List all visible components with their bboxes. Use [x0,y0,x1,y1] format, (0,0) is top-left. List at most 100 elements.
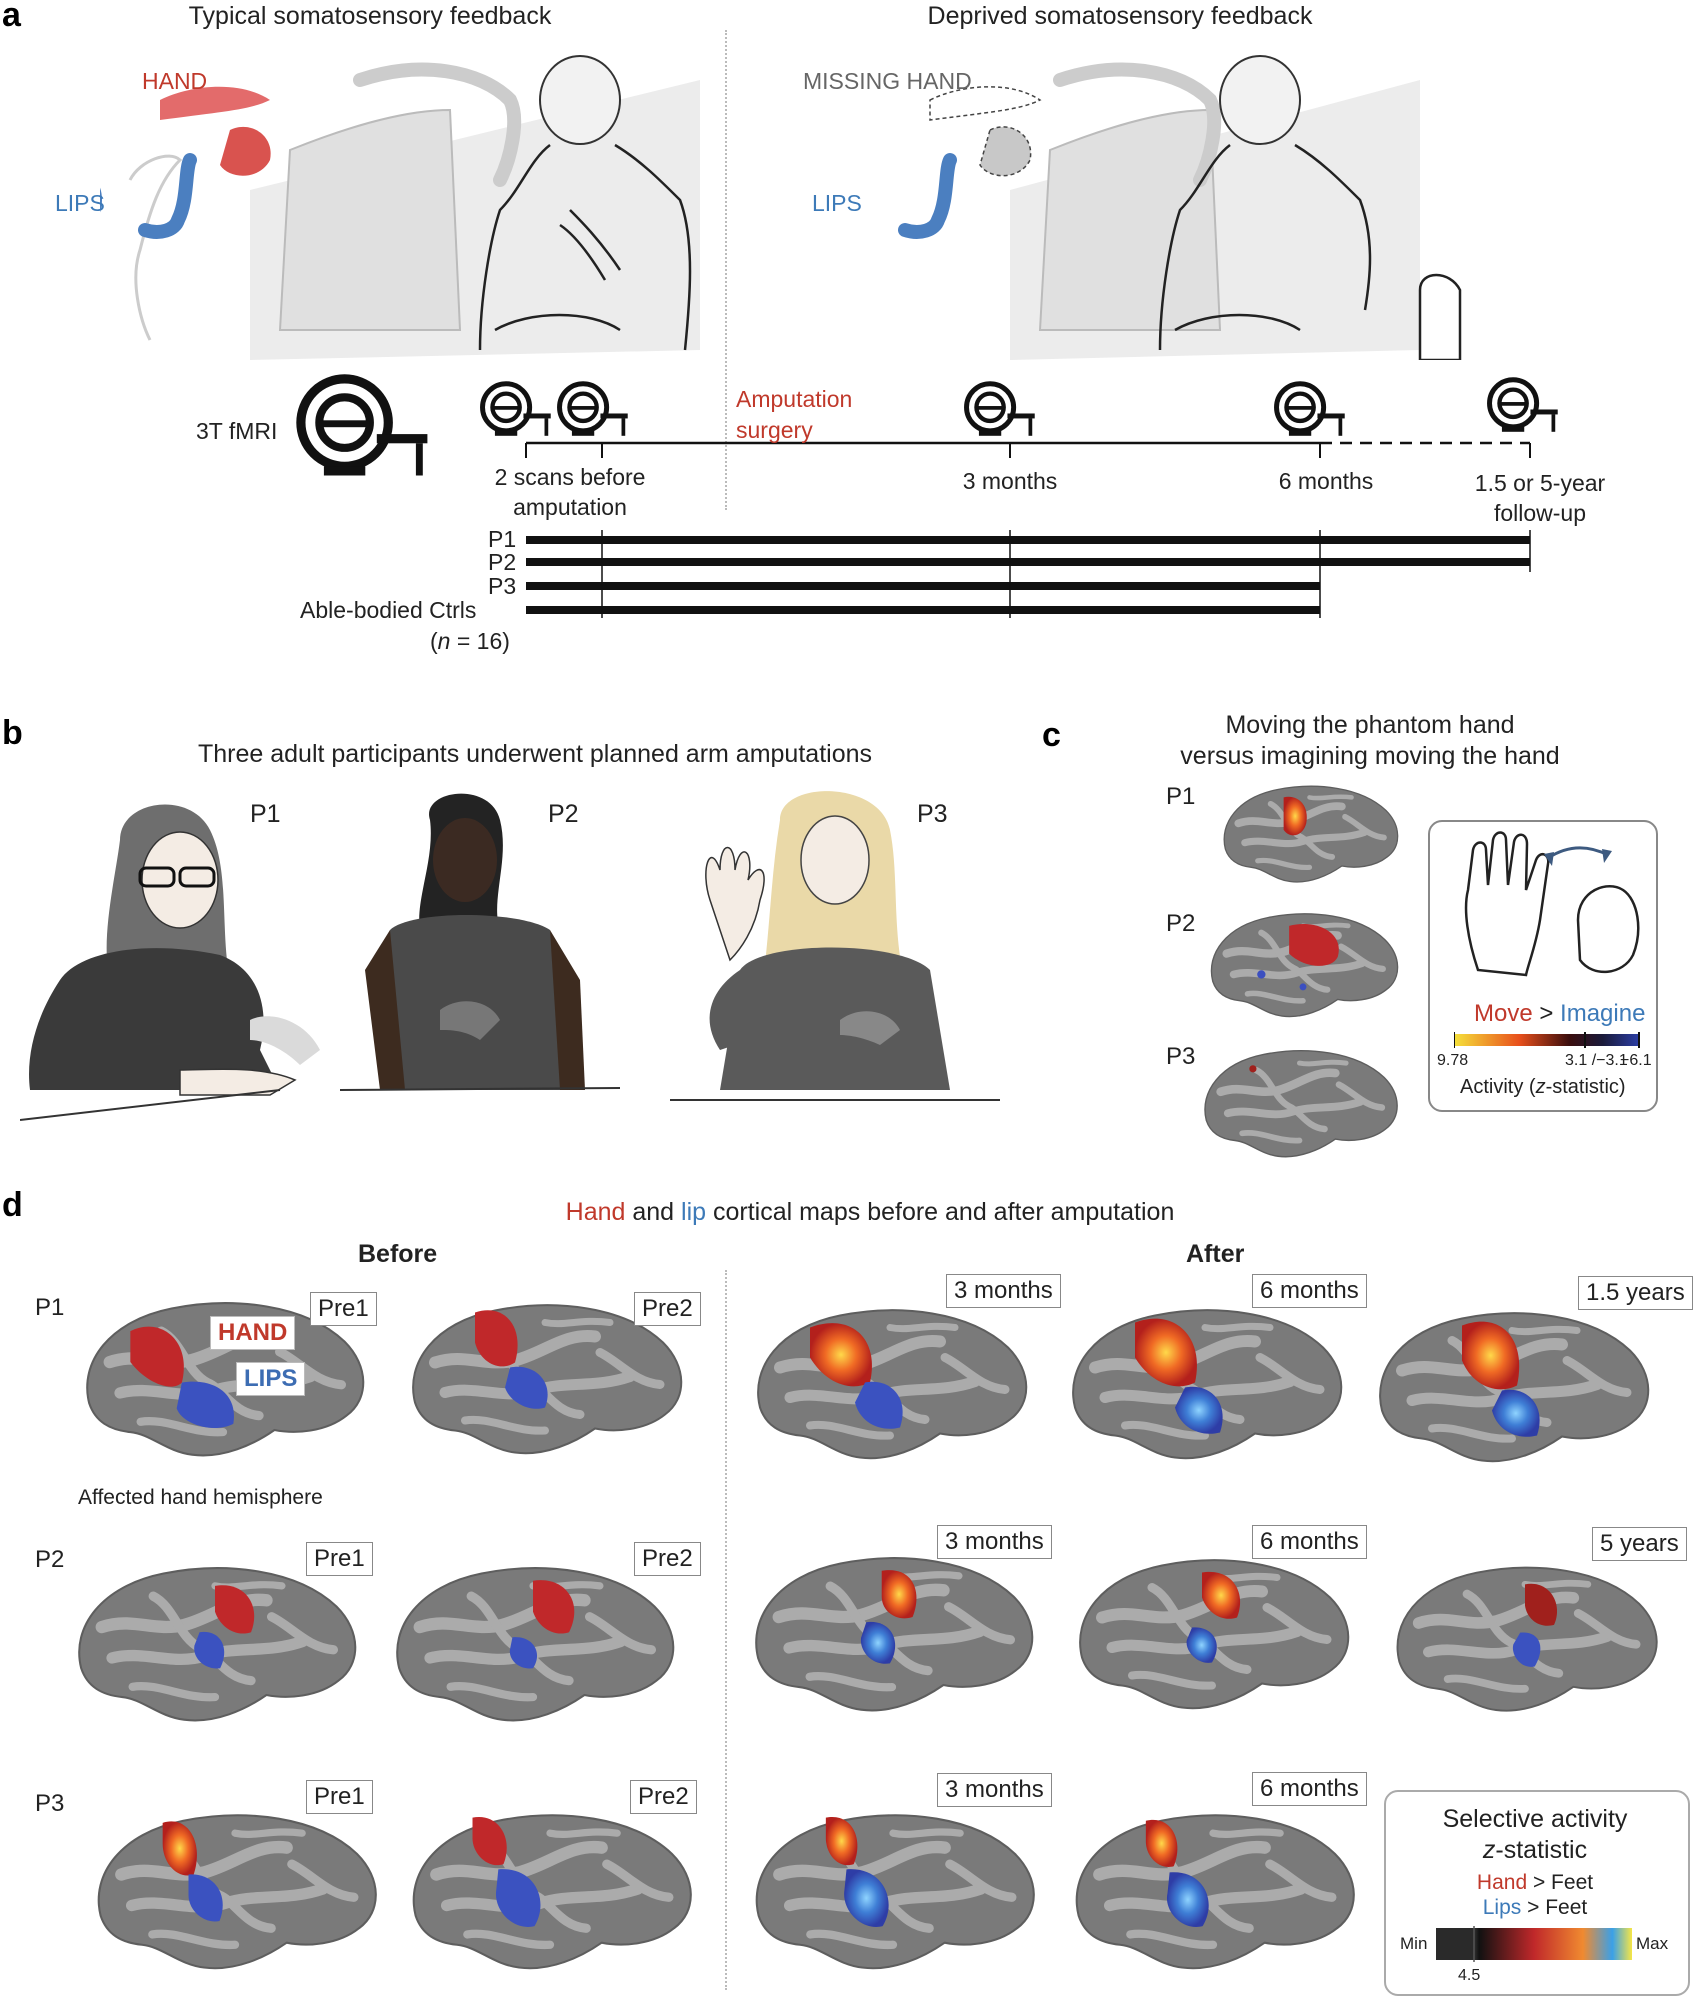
amputation-line-2: surgery [736,417,813,443]
brain-p2-3m [737,1545,1047,1720]
brain-p1-pre2 [395,1290,695,1465]
panel-d-colorbar [1436,1926,1632,1962]
legend-hand-gt: > Feet [1527,1871,1594,1894]
tag-p1-pre2: Pre2 [634,1292,701,1326]
tick-min: −6.1 [1620,1052,1652,1069]
axis-prefix: Activity ( [1460,1076,1536,1098]
timepoint-followup-line-1: 1.5 or 5-year [1474,470,1606,496]
panel-c-title: Moving the phantom hand versus imagining… [1140,710,1600,772]
brain-p3-pre1 [80,1800,390,1980]
brain-p3-pre2 [395,1800,705,1980]
panel-a-divider [725,30,727,510]
tag-p1-followup: 1.5 years [1578,1276,1693,1310]
right-title: Deprived somatosensory feedback [927,2,1313,30]
panel-c-row-p1: P1 [1166,783,1196,810]
timepoint-followup: 1.5 or 5-year follow-up [1440,468,1640,528]
tag-p2-pre1: Pre1 [306,1542,373,1576]
row-label-p3: P3 [488,573,517,599]
legend-lips: Lips [1482,1896,1522,1919]
scanner-label: 3T fMRI [196,418,278,444]
scanner-icon-3m [962,380,1038,442]
ctrl-n-suffix: = 16) [450,628,510,654]
panel-label-a: a [2,0,21,34]
scanner-icon-followup [1485,376,1561,438]
ctrl-n: (n = 16) [430,628,510,655]
legend-gt: > [1539,1000,1554,1027]
panel-d-divider [725,1270,727,1990]
brain-p1-6m [1055,1295,1355,1470]
left-title: Typical somatosensory feedback [188,2,552,30]
tag-p1-pre1: Pre1 [310,1292,377,1326]
tag-p3-3m: 3 months [937,1773,1052,1807]
row-p2: P2 [35,1546,65,1573]
before-heading: Before [358,1240,438,1268]
after-heading: After [1186,1240,1245,1268]
scanner-icon-pre2 [555,380,631,442]
panel-c-colorbar [1454,1032,1640,1048]
legend-hand-line: Hand > Feet [1384,1871,1686,1895]
hemisphere-note: Affected hand hemisphere [78,1486,323,1509]
amputation-label: Amputation surgery [736,384,852,446]
row-label-p2: P2 [488,549,517,575]
lips-label-right: LIPS [812,190,862,216]
panel-d-title: Hand and lip cortical maps before and af… [420,1198,1320,1227]
timeline [525,441,1531,618]
tag-p1-6m: 6 months [1252,1274,1367,1308]
tag-p3-6m: 6 months [1252,1772,1367,1806]
timepoint-followup-line-2: follow-up [1493,500,1587,526]
panel-d-legend-title: Selective activity z-statistic [1384,1804,1686,1866]
brain-p1-followup [1362,1298,1662,1473]
brain-p2-pre1 [55,1555,375,1730]
legend-lips-gt: > Feet [1521,1896,1588,1919]
deprived-feedback-illustration [898,55,1462,360]
legend-lips-line: Lips > Feet [1384,1896,1686,1920]
row-p1: P1 [35,1294,65,1321]
tag-p3-pre1: Pre1 [306,1780,373,1814]
brain-p1-3m [740,1295,1040,1470]
panel-c-row-p2: P2 [1166,910,1196,937]
panel-label-b: b [2,714,23,752]
row-label-ctrls: Able-bodied Ctrls [300,597,477,623]
hand-label: HAND [142,68,208,94]
legend-min: Min [1400,1934,1428,1953]
lips-label: LIPS [55,190,105,216]
scanner-icon-6m [1272,380,1348,442]
brain-c-p2 [1198,905,1408,1023]
timepoint-pre-line-1: 2 scans before [494,464,646,490]
tag-p2-6m: 6 months [1252,1525,1367,1559]
panel-c-title-line-2: versus imagining moving the hand [1180,742,1560,770]
lips-tag: LIPS [236,1362,306,1396]
scanner-icon-pre1 [478,380,554,442]
panel-label-d: d [2,1186,23,1224]
panel-c-axis-label: Activity (z-statistic) [1460,1076,1626,1099]
tag-p2-pre2: Pre2 [634,1542,701,1576]
timepoint-pre: 2 scans before amputation [460,462,680,522]
missing-hand-label: MISSING HAND [803,68,972,94]
tag-p3-pre2: Pre2 [630,1780,697,1814]
participant-label-p1: P1 [250,800,281,828]
hand-move-icon [1464,831,1640,977]
timepoint-3m: 3 months [962,468,1058,494]
brain-p2-6m [1062,1545,1362,1720]
title-hand: Hand [565,1198,626,1226]
axis-var: z [1535,1076,1546,1098]
tag-p2-3m: 3 months [937,1525,1052,1559]
legend-move: Move [1474,1000,1533,1027]
row-p3: P3 [35,1790,65,1817]
legend-imagine: Imagine [1560,1000,1646,1027]
title-rest: cortical maps before and after amputatio… [706,1198,1175,1226]
typical-feedback-illustration [100,55,700,360]
legend-threshold: 4.5 [1458,1967,1481,1984]
brain-p3-6m [1058,1800,1368,1980]
legend-title-line-2: z-statistic [1384,1835,1686,1866]
panel-label-c: c [1042,716,1061,754]
timepoint-pre-line-2: amputation [513,494,627,520]
ctrl-n-prefix: ( [430,628,438,654]
brain-p3-3m [738,1800,1048,1980]
legend-hand: Hand [1476,1871,1528,1894]
legend-title-line-1: Selective activity [1442,1805,1628,1833]
title-lip: lip [681,1198,707,1226]
big-scanner-icon [283,372,443,487]
timepoint-6m: 6 months [1278,468,1374,494]
legend-title-suffix: -statistic [1495,1836,1588,1864]
